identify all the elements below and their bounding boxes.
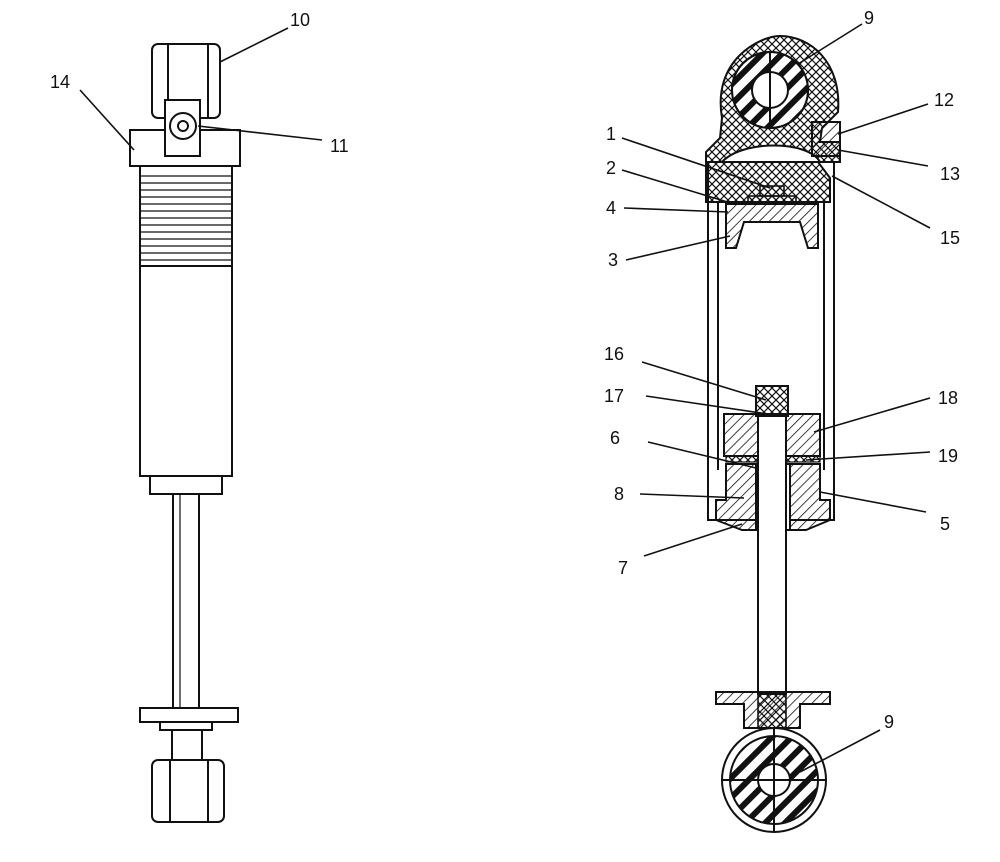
callout-15: 15: [940, 228, 960, 248]
callout-13: 13: [940, 164, 960, 184]
schrader-valve: [811, 121, 841, 157]
callout-17: 17: [604, 386, 624, 406]
section-piston-rod: [757, 415, 787, 695]
threaded-body: [139, 165, 233, 267]
callout-16: 16: [604, 344, 624, 364]
callout-11: 11: [330, 136, 349, 156]
cross-section-view: [705, 34, 841, 833]
exterior-view: [129, 43, 241, 823]
callout-3: 3: [608, 250, 618, 270]
callout-9-bottom: 9: [884, 712, 894, 732]
thread-lines: [140, 175, 232, 261]
callout-labels: 10 11 14 9 12 13 15 1 2 4 3 16 17 18 6 1…: [50, 8, 960, 732]
bottom-eye: [151, 759, 225, 823]
bump-plate: [139, 707, 239, 723]
callout-2: 2: [606, 158, 616, 178]
callout-1: 1: [606, 124, 616, 144]
callout-4: 4: [606, 198, 616, 218]
callout-12: 12: [934, 90, 954, 110]
fitting-nut: [169, 112, 197, 140]
bottom-collar: [149, 475, 223, 495]
callout-10: 10: [290, 10, 310, 30]
callout-5: 5: [940, 514, 950, 534]
piston-nut: [755, 385, 789, 417]
floating-piston: [725, 203, 819, 249]
callout-19: 19: [938, 446, 958, 466]
callout-9-top: 9: [864, 8, 874, 28]
callout-14: 14: [50, 72, 70, 92]
callout-6: 6: [610, 428, 620, 448]
callout-7: 7: [618, 558, 628, 578]
piston-rod: [172, 493, 200, 709]
main-tube: [139, 265, 233, 477]
callout-8: 8: [614, 484, 624, 504]
callout-18: 18: [938, 388, 958, 408]
